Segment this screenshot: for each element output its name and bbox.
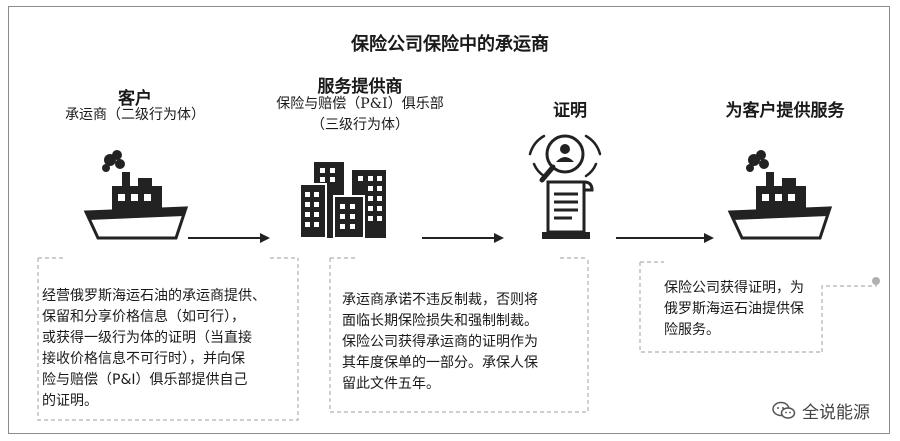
note-line: 面临长期保险损失和强制制裁。 [342, 313, 538, 329]
stage-heading-customer: 客户 [118, 89, 152, 109]
watermark: 全说能源 [772, 398, 870, 423]
note-line: 险与赔偿（P&I）俱乐部提供自己 [42, 372, 248, 388]
note-line: 的证明。 [42, 393, 98, 409]
watermark-text: 全说能源 [802, 403, 870, 423]
note-provider: 承运商承诺不违反制裁，否则将 面临长期保险损失和强制制裁。 保险公司获得承运商的… [342, 290, 538, 395]
diagram-title: 保险公司保险中的承运商 [351, 34, 549, 55]
note-line: 险服务。 [664, 322, 720, 338]
stage-heading-provider: 服务提供商 [317, 77, 403, 97]
note-line: 接收价格信息不可行时），并向保 [42, 351, 245, 367]
certificate-search-icon [528, 134, 602, 239]
note-line: 俄罗斯海运石油提供保 [664, 301, 804, 317]
flow-arrow [616, 233, 714, 243]
stage-sub-provider-1: 保险与赔偿（P&I）俱乐部 [276, 96, 444, 112]
wechat-icon [772, 401, 796, 419]
ship-icon [83, 150, 189, 240]
note-line: 其年度保单的一部分。承保人保 [342, 355, 538, 371]
ship-icon [727, 150, 833, 240]
note-line: 或获得一级行为体的证明（当直接 [42, 330, 252, 346]
stage-heading-service: 为客户提供服务 [725, 101, 845, 121]
diagram-frame [8, 6, 890, 434]
note-line: 经营俄罗斯海运石油的承运商提供、 [42, 288, 266, 304]
stage-sub-customer: 承运商（二级行为体） [65, 107, 205, 123]
note-service: 保险公司获得证明，为 俄罗斯海运石油提供保 险服务。 [664, 278, 804, 341]
note-line: 保险公司获得证明，为 [664, 280, 804, 296]
stage-sub-provider-2: （三级行为体） [311, 117, 409, 133]
note-line: 保险公司获得承运商的证明作为 [342, 334, 538, 350]
note-line: 承运商承诺不违反制裁，否则将 [342, 292, 538, 308]
note-customer: 经营俄罗斯海运石油的承运商提供、 保留和分享价格信息（如可行）， 或获得一级行为… [42, 286, 266, 412]
note-line: 留此文件五年。 [342, 376, 440, 392]
flow-arrow [188, 233, 270, 243]
flow-arrow [422, 233, 504, 243]
stage-heading-certificate: 证明 [553, 101, 587, 121]
note-line: 保留和分享价格信息（如可行）， [42, 309, 245, 325]
office-buildings-icon [300, 162, 386, 238]
